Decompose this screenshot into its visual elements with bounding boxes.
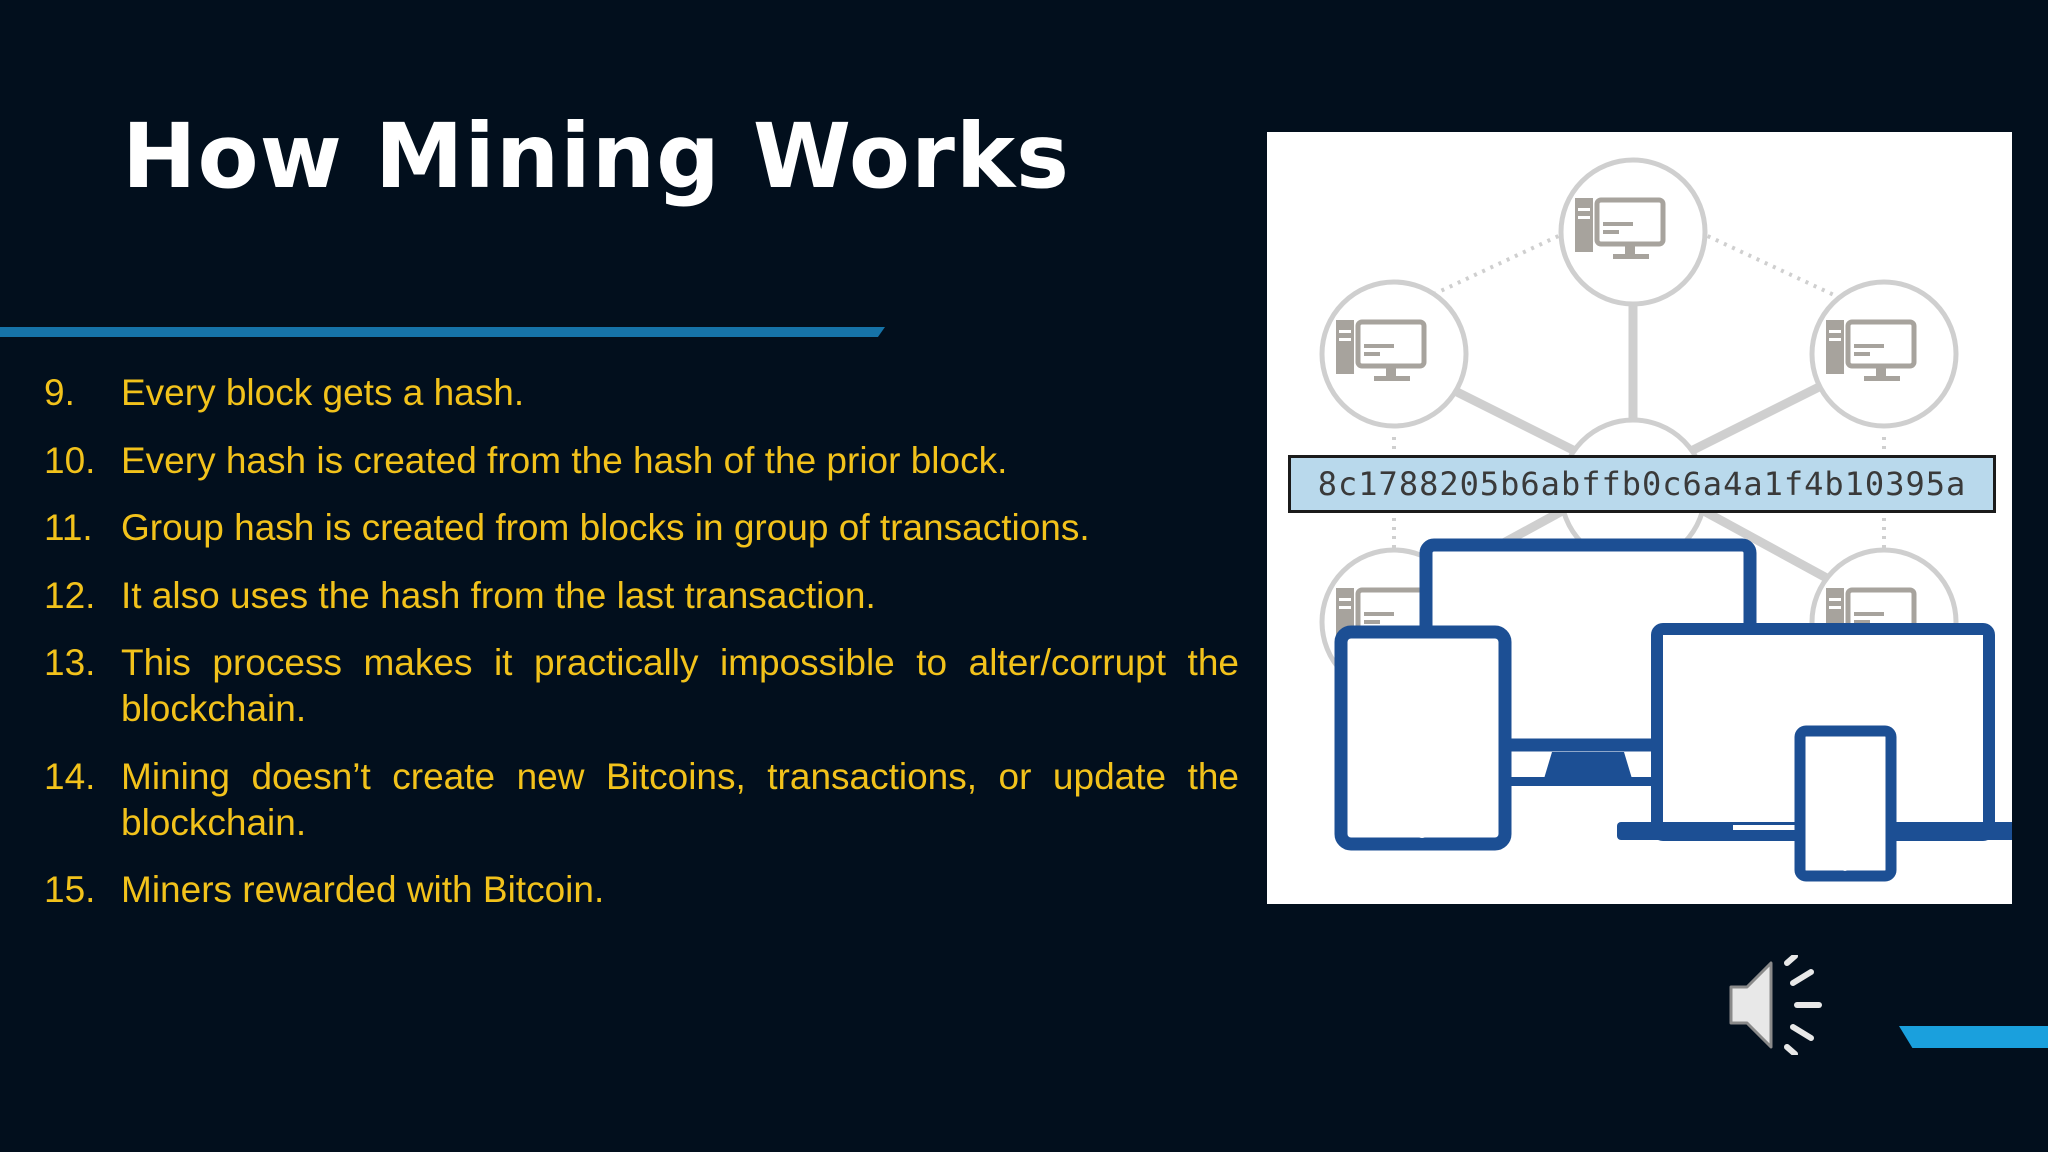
bullet-number: 9. [44, 372, 75, 413]
network-illustration: 8c1788205b6abffb0c6a4a1f4b10395a [1267, 132, 2012, 904]
network-diagram [1319, 157, 2012, 882]
bullet-number: 11. [44, 507, 93, 548]
bullet-number: 14. [44, 755, 96, 797]
computer-devices-icon [1334, 538, 2012, 882]
bullet-item: 15. Miners rewarded with Bitcoin. [44, 867, 1239, 913]
bullet-text: It also uses the hash from the last tran… [121, 574, 876, 616]
hash-label: 8c1788205b6abffb0c6a4a1f4b10395a [1288, 455, 1996, 513]
bullet-text: Miners rewarded with Bitcoin. [121, 869, 605, 910]
bullet-text: Mining doesn’t create new Bitcoins, tran… [121, 755, 1239, 843]
bullet-list: 9. Every block gets a hash. 10. Every ha… [44, 370, 1239, 935]
bullet-item: 13. This process makes it practically im… [44, 640, 1239, 732]
bullet-item: 12. It also uses the hash from the last … [44, 573, 1239, 619]
slide-title: How Mining Works [122, 104, 1071, 208]
bullet-number: 12. [44, 574, 96, 616]
bullet-number: 13. [44, 642, 96, 683]
title-underline [0, 327, 885, 337]
bullet-text: Group hash is created from blocks in gro… [121, 507, 1090, 548]
corner-accent [1899, 1026, 2048, 1048]
bullet-text: Every block gets a hash. [121, 372, 525, 413]
speaker-icon[interactable] [1725, 955, 1830, 1055]
bullet-text: This process makes it practically imposs… [121, 642, 1239, 729]
bullet-item: 14. Mining doesn’t create new Bitcoins, … [44, 754, 1239, 846]
bullet-item: 9. Every block gets a hash. [44, 370, 1239, 416]
bullet-text: Every hash is created from the hash of t… [121, 439, 1008, 481]
bullet-item: 10. Every hash is created from the hash … [44, 438, 1239, 484]
bullet-item: 11. Group hash is created from blocks in… [44, 505, 1239, 551]
bullet-number: 15. [44, 869, 96, 910]
bullet-number: 10. [44, 439, 96, 481]
